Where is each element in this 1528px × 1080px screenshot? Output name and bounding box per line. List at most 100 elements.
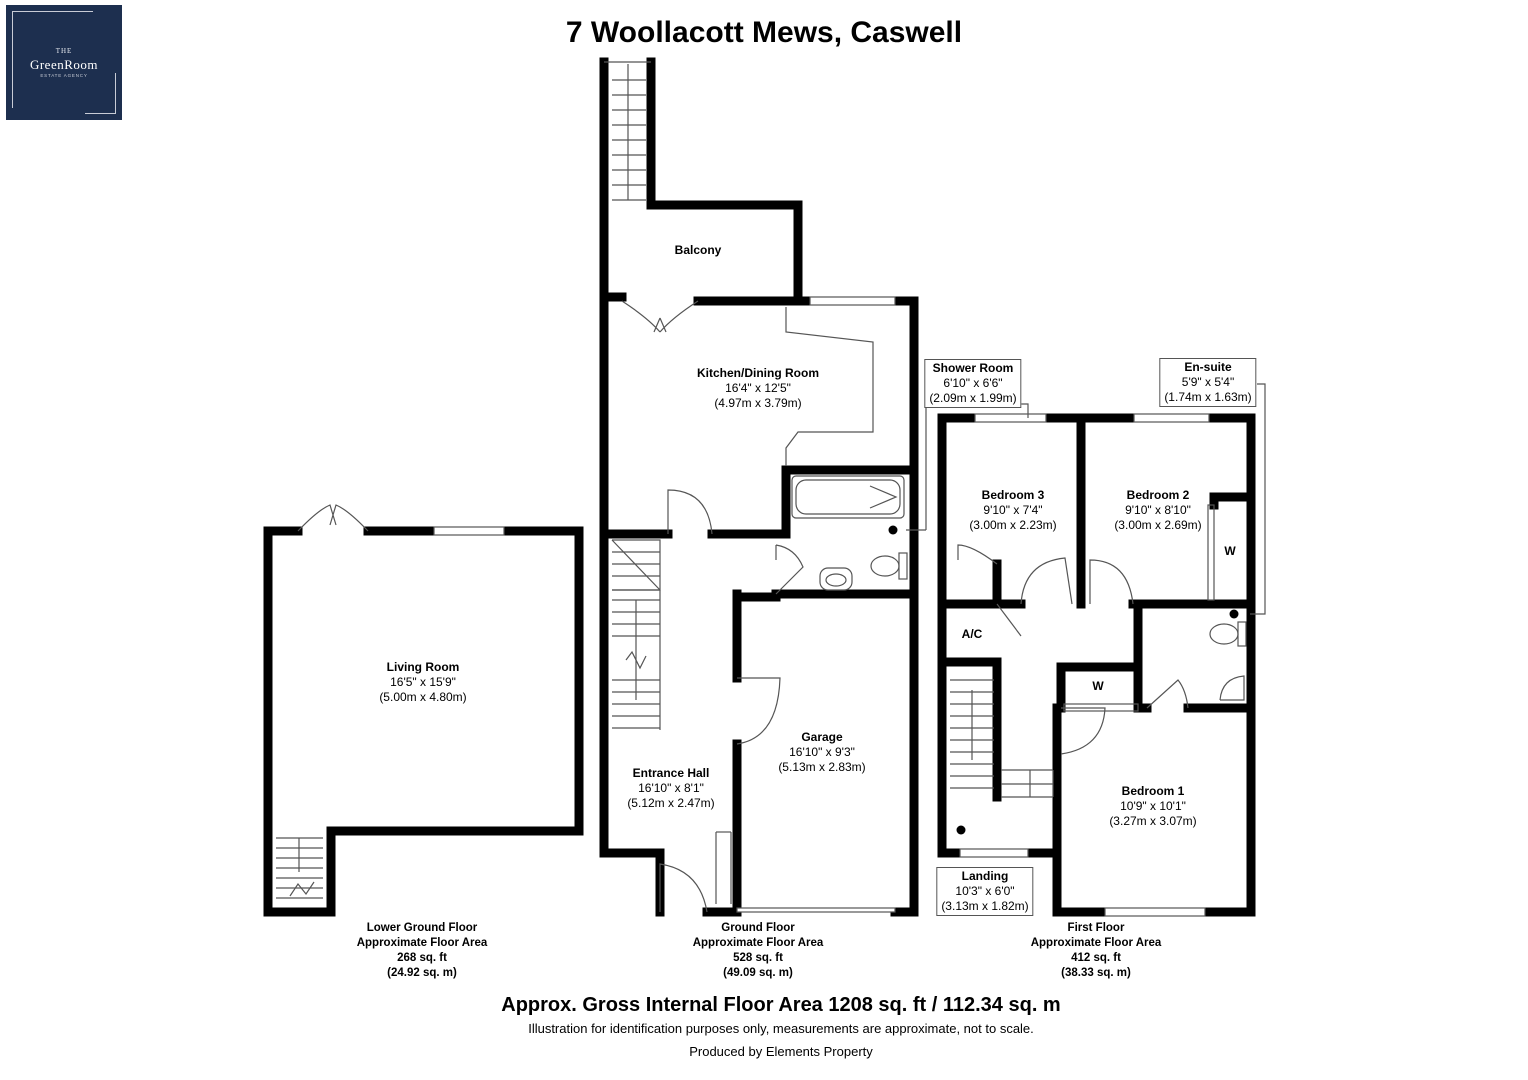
- bed1-name: Bedroom 1: [1121, 784, 1185, 798]
- shower-leader: [906, 395, 1029, 531]
- shower-name: Shower Room: [932, 361, 1014, 375]
- bath-door: [775, 544, 804, 595]
- hall-metric: (5.12m x 2.47m): [627, 796, 715, 810]
- lower-ground-walls: [263, 526, 584, 917]
- bed2-door: [1089, 559, 1134, 605]
- agency-logo: THE GreenRoom ESTATE AGENCY: [6, 5, 122, 120]
- kitchen-imperial: 16'4" x 12'5": [725, 381, 791, 395]
- ensuite-name: En-suite: [1184, 360, 1232, 374]
- bed1-metric: (3.27m x 3.07m): [1109, 814, 1197, 828]
- ensuite-basin: [1219, 675, 1245, 701]
- logo-line-2: GreenRoom: [29, 57, 99, 72]
- wardrobe-label-2: W: [1224, 544, 1236, 558]
- ensuite-leader: [1250, 383, 1266, 615]
- wardrobe-label-1: W: [1092, 679, 1104, 693]
- landing-imperial: 10'3" x 6'0": [955, 884, 1015, 898]
- bed3-door: [957, 544, 998, 565]
- lower-floor-caption: Lower Ground Floor Approximate Floor Are…: [357, 921, 488, 981]
- shower-label: Shower Room 6'10" x 6'6" (2.09m x 1.99m): [924, 359, 1022, 408]
- hall-name: Entrance Hall: [632, 766, 710, 780]
- garage-label: Garage 16'10" x 9'3" (5.13m x 2.83m): [778, 730, 865, 775]
- plan-title: 7 Woollacott Mews, Caswell: [565, 16, 963, 49]
- balcony-door-arcs: [621, 300, 699, 333]
- landing-name: Landing: [961, 869, 1009, 883]
- balcony-name: Balcony: [674, 243, 722, 257]
- ground-wc: [870, 552, 908, 580]
- first-outer-top-right: [1200, 413, 1256, 917]
- bed3-name: Bedroom 3: [981, 488, 1045, 502]
- landing-metric: (3.13m x 1.82m): [941, 899, 1029, 913]
- ensuite-label: En-suite 5'9" x 5'4" (1.74m x 1.63m): [1159, 358, 1257, 407]
- ground-floor-walls: [599, 57, 919, 917]
- wardrobe-door: [1063, 703, 1139, 712]
- ac-door: [996, 603, 1022, 637]
- lower-floor-caption-text: Approximate Floor Area: [356, 937, 488, 949]
- ground-outer-left: [599, 292, 665, 917]
- ground-fixture-dot: [888, 525, 898, 535]
- wardrobe-b2-door: [1207, 504, 1215, 601]
- hall-stairs: [611, 539, 661, 730]
- first-floor-sqm: (38.33 sq. m): [1061, 967, 1131, 979]
- ensuite-metric: (1.74m x 1.63m): [1164, 390, 1252, 404]
- ground-floor-name: Ground Floor: [721, 922, 795, 934]
- balcony-wall-right: [646, 200, 803, 302]
- front-door: [659, 863, 708, 913]
- first-outer-left: [937, 413, 965, 858]
- logo-line-1: THE: [55, 47, 73, 55]
- bath: [791, 475, 905, 519]
- ground-floor-sqm: (49.09 sq. m): [723, 967, 793, 979]
- bed3-door-2: [1020, 557, 1073, 605]
- ensuite-fixture-dot: [1229, 609, 1239, 619]
- gross-floor-area: Approx. Gross Internal Floor Area 1208 s…: [501, 994, 1061, 1016]
- ac-label: A/C: [961, 627, 983, 641]
- living-imperial: 16'5" x 15'9": [390, 675, 456, 689]
- bed1-door: [1060, 707, 1106, 755]
- garage-name: Garage: [801, 730, 843, 744]
- garage-door: [736, 677, 781, 745]
- ground-floor-caption-text: Approximate Floor Area: [692, 937, 824, 949]
- ensuite-wc: [1209, 621, 1247, 647]
- lower-stairs: [276, 837, 323, 899]
- kitchen-label: Kitchen/Dining Room 16'4" x 12'5" (4.97m…: [697, 366, 819, 411]
- first-floor-caption: First Floor Approximate Floor Area 412 s…: [1031, 921, 1162, 981]
- bed3-metric: (3.00m x 2.23m): [969, 518, 1057, 532]
- kitchen-metric: (4.97m x 3.79m): [714, 396, 802, 410]
- bed3-label: Bedroom 3 9'10" x 7'4" (3.00m x 2.23m): [969, 488, 1056, 533]
- lower-floor-sqm: (24.92 sq. m): [387, 967, 457, 979]
- garage-metric: (5.13m x 2.83m): [778, 760, 866, 774]
- first-stairs: [950, 679, 1054, 798]
- hall-label: Entrance Hall 16'10" x 8'1" (5.12m x 2.4…: [627, 766, 714, 811]
- first-floor-walls: [937, 413, 1256, 917]
- bed2-metric: (3.00m x 2.69m): [1114, 518, 1202, 532]
- living-label: Living Room 16'5" x 15'9" (5.00m x 4.80m…: [379, 660, 466, 705]
- first-outer-bottom: [1023, 848, 1110, 917]
- kitchen-name: Kitchen/Dining Room: [697, 366, 819, 380]
- lower-floor-name: Lower Ground Floor: [366, 922, 478, 934]
- balcony-label: Balcony: [675, 243, 722, 258]
- ensuite-door: [1146, 679, 1189, 709]
- bed3-imperial: 9'10" x 7'4": [983, 503, 1043, 517]
- hall-imperial: 16'10" x 8'1": [638, 781, 704, 795]
- wardrobe-walls: [1056, 662, 1143, 713]
- landing-label: Landing 10'3" x 6'0" (3.13m x 1.82m): [936, 867, 1034, 916]
- landing-fixture-dot: [956, 825, 966, 835]
- ground-outer-right: [890, 296, 919, 917]
- living-name: Living Room: [386, 660, 460, 674]
- living-door-arcs: [297, 504, 369, 532]
- ensuite-imperial: 5'9" x 5'4": [1181, 375, 1235, 389]
- bed2-imperial: 9'10" x 8'10": [1125, 503, 1191, 517]
- first-floor-sqft: 412 sq. ft: [1071, 952, 1121, 964]
- kitchen-door: [667, 489, 713, 535]
- producer-credit: Produced by Elements Property: [689, 1044, 873, 1059]
- lower-floor-sqft: 268 sq. ft: [397, 952, 447, 964]
- disclaimer-text: Illustration for identification purposes…: [528, 1021, 1034, 1036]
- kitchen-units: [785, 307, 874, 466]
- logo-line-3: ESTATE AGENCY: [40, 73, 88, 78]
- balcony-stairs: [604, 61, 651, 201]
- shower-imperial: 6'10" x 6'6": [943, 376, 1003, 390]
- garage-imperial: 16'10" x 9'3": [789, 745, 855, 759]
- windows: [433, 296, 1210, 917]
- balcony-walls: [599, 57, 627, 302]
- first-floor-caption-text: Approximate Floor Area: [1030, 937, 1162, 949]
